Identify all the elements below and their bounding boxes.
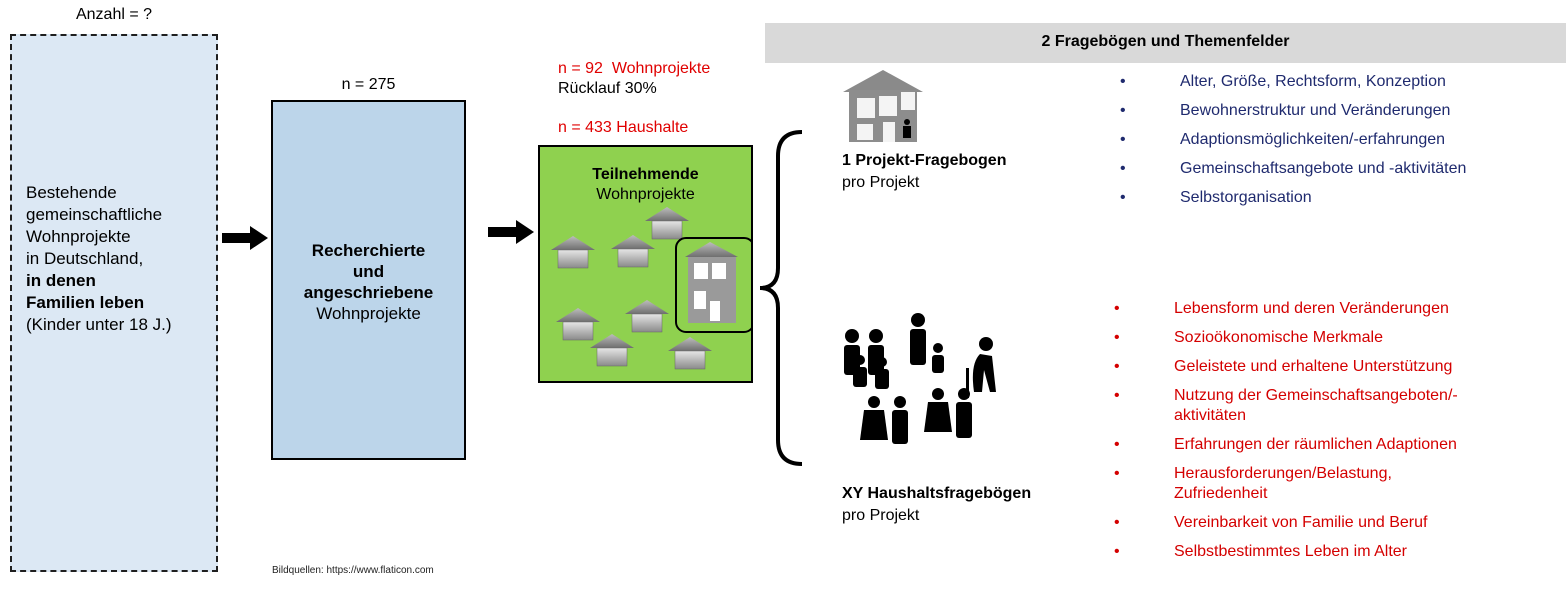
house-icon [667,336,713,370]
participating-projects-text: Teilnehmende Wohnprojekte [538,165,753,205]
list-item: • Herausforderungen/Belastung, Zufriedenh… [1114,464,1560,504]
house-icon [555,307,601,341]
topic-text: Nutzung der Gemeinschaftsangeboten/- akt… [1174,387,1458,424]
bullet-icon: • [1120,73,1126,90]
left-line: Bestehende [26,183,117,202]
people-icon [844,313,996,444]
list-item: • Bewohnerstruktur und Veränderungen [1120,101,1560,130]
header-title: 2 Fragebögen und Themenfelder [1041,33,1290,50]
list-item: • Lebensform und deren Veränderungen [1114,299,1560,319]
list-item: • Gemeinschaftsangebote und -aktivitäten [1120,159,1560,188]
bullet-icon: • [1114,465,1120,482]
left-line: in Deutschland, [26,249,144,268]
bullet-icon: • [1120,189,1126,206]
left-line: gemeinschaftliche [26,205,163,224]
house-icon [589,333,635,367]
researched-projects-box [271,100,466,460]
project-questionnaire-subtitle: pro Projekt [842,174,920,191]
list-item: • Geleistete und erhaltene Unterstützung [1114,357,1560,377]
count-label-households: n = 433 Haushalte [558,119,689,136]
list-item: • Alter, Größe, Rechtsform, Konzeption [1120,72,1560,101]
left-note: (Kinder unter 18 J.) [26,315,172,334]
household-questionnaire-title: XY Haushaltsfragebögen [842,485,1032,502]
bullet-icon: • [1120,160,1126,177]
project-topics-list: • Alter, Größe, Rechtsform, Konzeption • B… [1120,72,1560,217]
topic-text: Geleistete und erhaltene Unterstützung [1174,358,1453,375]
topic-text: Vereinbarkeit von Familie und Beruf [1174,514,1428,531]
list-item: • Selbstorganisation [1120,188,1560,217]
count-label-projects: n = 92 Wohnprojekte [558,60,711,77]
topic-text: Selbstorganisation [1180,189,1312,206]
topic-text: Herausforderungen/Belastung, Zufriedenhe… [1174,465,1392,502]
list-item: • Erfahrungen der räumlichen Adaptionen [1114,435,1560,455]
bullet-icon: • [1114,387,1120,404]
mid-line-bold: und [352,262,385,281]
topic-text: Alter, Größe, Rechtsform, Konzeption [1180,73,1446,90]
house-icon [624,299,670,333]
bullet-icon: • [1114,543,1120,560]
response-rate-label: Rücklauf 30% [558,80,657,97]
topic-text: Bewohnerstruktur und Veränderungen [1180,102,1451,119]
bullet-icon: • [1120,102,1126,119]
left-line: Wohnprojekte [26,227,131,246]
building-icon [843,70,923,142]
brace-icon [760,130,803,466]
household-questionnaire-subtitle: pro Projekt [842,507,920,524]
topic-text: Sozioökonomische Merkmale [1174,329,1383,346]
topic-text: Lebensform und deren Veränderungen [1174,300,1449,317]
bullet-icon: • [1114,329,1120,346]
arrow-right-icon [222,226,268,250]
list-item: • Vereinbarkeit von Familie und Beruf [1114,513,1560,533]
existing-projects-text: Bestehende gemeinschaftliche Wohnprojekt… [26,182,216,336]
houses-illustration [550,206,753,370]
left-line-bold: Familien leben [26,293,145,312]
bullet-icon: • [1114,358,1120,375]
image-credit: Bildquellen: https://www.flaticon.com [272,565,434,576]
header-band [765,23,1566,63]
topic-text: Adaptionsmöglichkeiten/-erfahrungen [1180,131,1446,148]
topic-text: Selbstbestimmtes Leben im Alter [1174,543,1407,560]
bullet-icon: • [1114,436,1120,453]
list-item: • Nutzung der Gemeinschaftsangeboten/- ak… [1114,386,1560,426]
green-title: Teilnehmende [592,166,699,183]
mid-line-bold: Recherchierte [311,241,426,260]
arrow-right-icon [488,220,534,244]
bullet-icon: • [1114,300,1120,317]
mid-line: Wohnprojekte [316,304,421,323]
green-subtitle: Wohnprojekte [596,186,695,203]
left-line-bold: in denen [26,271,96,290]
house-icon [644,206,690,240]
project-questionnaire-title: 1 Projekt-Fragebogen [842,152,1007,169]
bullet-icon: • [1120,131,1126,148]
house-icon [550,235,596,269]
bullet-icon: • [1114,514,1120,531]
list-item: • Selbstbestimmtes Leben im Alter [1114,542,1560,562]
count-label-existing: Anzahl = ? [75,6,153,23]
list-item: • Sozioökonomische Merkmale [1114,328,1560,348]
topic-text: Gemeinschaftsangebote und -aktivitäten [1180,160,1467,177]
list-item: • Adaptionsmöglichkeiten/-erfahrungen [1120,130,1560,159]
topic-text: Erfahrungen der räumlichen Adaptionen [1174,436,1457,453]
existing-projects-box [10,34,218,572]
household-topics-list: • Lebensform und deren Veränderungen • Soz… [1114,299,1560,571]
researched-projects-text: Recherchierte und angeschriebene Wohnpro… [271,240,466,324]
mid-line-bold: angeschriebene [303,283,434,302]
count-label-researched: n = 275 [341,76,396,93]
house-icon [610,234,656,268]
